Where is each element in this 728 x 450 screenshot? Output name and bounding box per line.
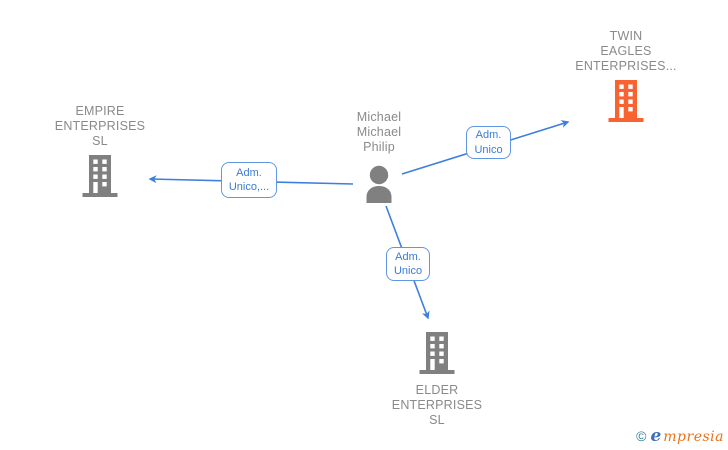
edge-label-line: Adm. [395,250,421,263]
building-icon [607,80,645,127]
copyright-icon: © [636,428,647,444]
node-label-line: Michael [356,110,402,124]
node-elder-enterprises[interactable]: ELDER ENTERPRISES SL [367,332,507,428]
empresia-logo: © e mpresia [636,426,724,446]
logo-initial: e [650,426,662,446]
edge-label-line: Unico [393,265,423,277]
edge-label-adm-unico-elder: Adm. Unico [386,247,430,281]
edge-label-line: Adm. [475,129,502,141]
edge-label-line: Unico [474,143,503,156]
node-empire-enterprises[interactable]: EMPIRE ENTERPRISES SL [30,104,170,202]
logo-text: mpresia [663,429,724,445]
node-label-line: ENTERPRISES [391,398,483,412]
node-label-line: Philip [363,140,395,154]
node-label-line: ENTERPRISES [54,119,146,133]
node-label-line: EAGLES [600,44,652,58]
building-icon [81,155,119,202]
node-label-line: TWIN [609,29,643,43]
node-person-michael[interactable]: Michael Michael Philip [319,110,439,208]
node-label-line: SL [429,413,445,427]
node-label-line: ELDER [415,383,459,397]
node-label: TWIN EAGLES ENTERPRISES... [556,29,696,74]
node-label-line: Michael [356,125,402,139]
node-label-line: SL [92,134,108,148]
person-icon [360,165,398,208]
node-label-line: ENTERPRISES... [575,59,677,73]
building-icon [418,332,456,379]
edge-label-adm-unico-twin: Adm. Unico [466,126,511,159]
edge-label-line: Adm. [236,166,262,179]
node-twin-eagles-enterprises[interactable]: TWIN EAGLES ENTERPRISES... [556,29,696,127]
node-label: Michael Michael Philip [319,110,439,155]
edge-label-line: Unico,... [228,181,270,193]
edge-label-adm-unico-empire: Adm. Unico,... [221,162,277,198]
node-label: EMPIRE ENTERPRISES SL [30,104,170,149]
node-label: ELDER ENTERPRISES SL [367,383,507,428]
node-label-line: EMPIRE [75,104,125,118]
